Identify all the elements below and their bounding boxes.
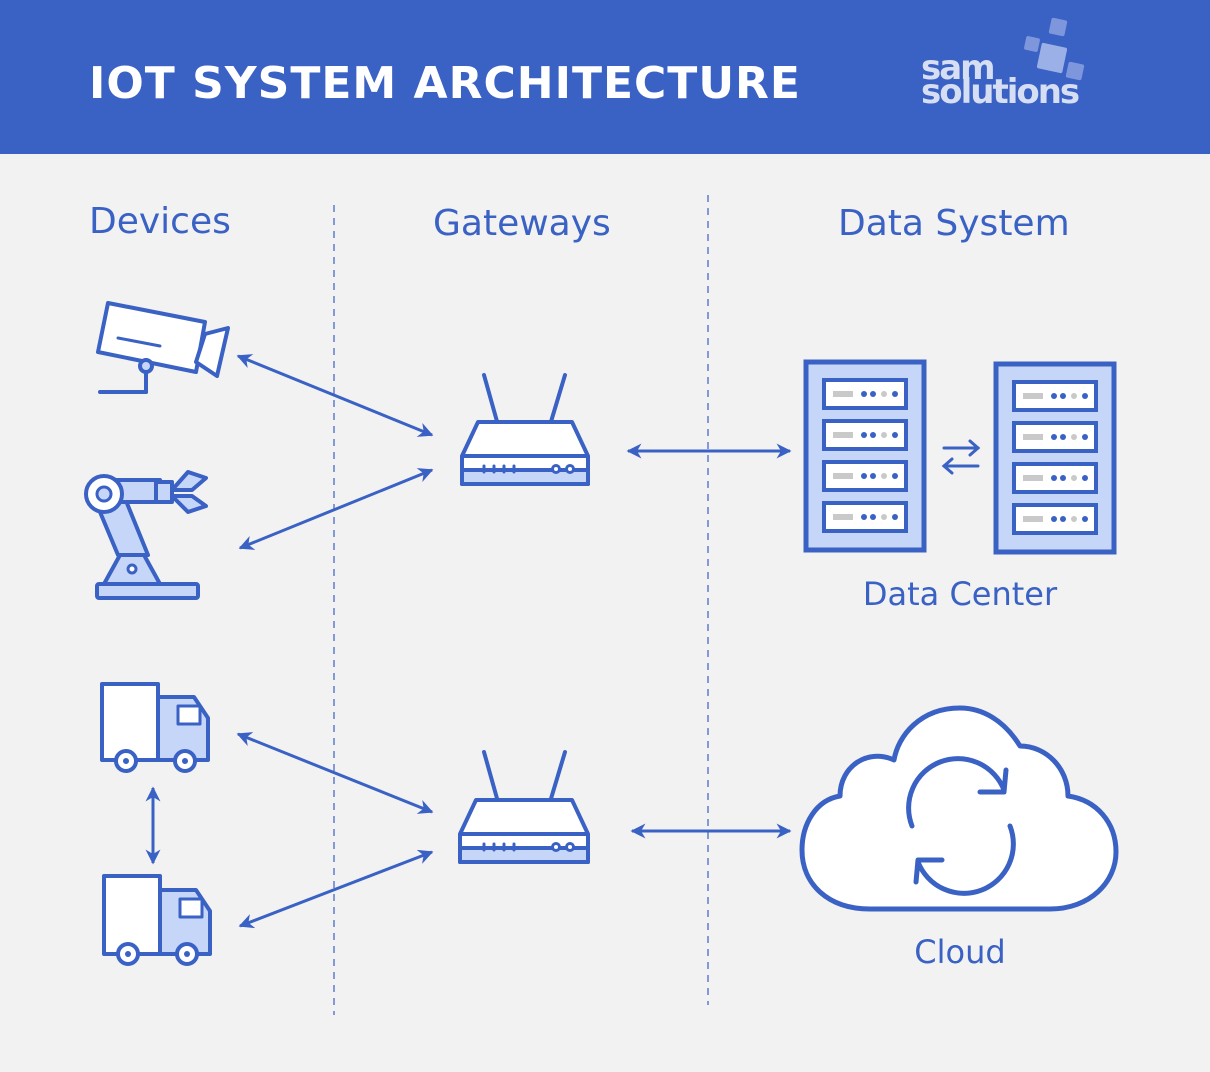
column-title-devices: Devices [89, 201, 231, 242]
cloud-sync-icon [799, 705, 1119, 912]
connection-arrow [238, 849, 434, 929]
logo-word-sam: sam [921, 48, 996, 88]
sync-arrows-icon [941, 439, 981, 475]
label-data-center: Data Center [862, 575, 1058, 613]
server-rack-icon [993, 361, 1117, 555]
brand-logo: sam solutions [915, 15, 1130, 115]
page-title: IOT SYSTEM ARCHITECTURE [89, 58, 801, 109]
security-camera-icon [96, 301, 230, 394]
logo-word-solutions: solutions [921, 72, 1080, 112]
connection-arrow [238, 468, 434, 550]
router-icon [458, 750, 590, 864]
column-title-data-system: Data System [838, 203, 1070, 244]
truck-icon [102, 874, 212, 966]
connection-arrow [236, 354, 434, 437]
router-icon [460, 373, 590, 486]
column-title-gateways: Gateways [433, 203, 611, 244]
connection-arrow [236, 732, 434, 814]
truck-icon [100, 682, 210, 773]
robotic-arm-icon [84, 470, 208, 600]
label-cloud: Cloud [914, 933, 1006, 971]
header-banner: IOT SYSTEM ARCHITECTURE sam solutions [0, 0, 1210, 154]
server-rack-icon [803, 359, 927, 553]
